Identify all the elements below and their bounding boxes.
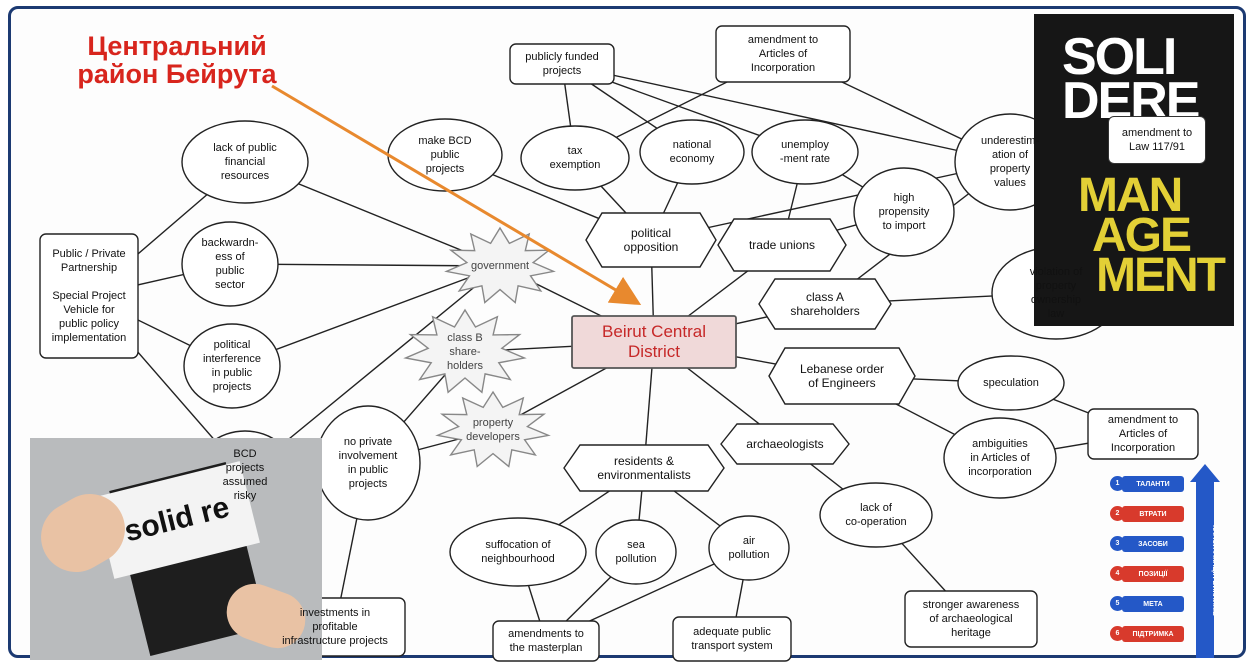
node-ambiguities	[943, 417, 1057, 499]
node-amendment-articles-top	[715, 25, 851, 83]
node-national-economy	[639, 119, 745, 185]
node-ppp	[39, 233, 139, 359]
node-amendments-masterplan	[492, 620, 600, 662]
node-archaeologists	[720, 423, 850, 465]
ladder-number: 1	[1110, 476, 1125, 491]
cover-word: MAN	[1078, 169, 1183, 222]
node-adequate-transport	[672, 616, 792, 662]
cover-word: MENT	[1096, 249, 1226, 302]
node-publicly-funded	[509, 43, 615, 85]
center-node	[571, 315, 737, 369]
law-amendment-note: amendment to Law 117/91	[1108, 116, 1206, 164]
ladder-rung: МЕТА	[1122, 596, 1184, 612]
node-sea-pollution	[595, 519, 677, 585]
node-suffocation	[449, 517, 587, 587]
node-lebanese-order	[768, 347, 916, 405]
node-trade-unions	[717, 218, 847, 272]
node-political-interference	[183, 323, 281, 409]
node-unemployment	[751, 119, 859, 185]
node-speculation	[957, 355, 1065, 411]
cover-word: SOLI	[1062, 28, 1177, 86]
ladder-number: 6	[1110, 626, 1125, 641]
node-tax-exemption	[520, 125, 630, 191]
ladder-rung: ПІДТРИМКА	[1122, 626, 1184, 642]
node-backwardness	[181, 221, 279, 307]
node-class-b	[403, 308, 527, 394]
ladder-number: 4	[1110, 566, 1125, 581]
node-lack-funds	[181, 120, 309, 204]
ladder-number: 3	[1110, 536, 1125, 551]
ladder-rung: ТАЛАНТИ	[1122, 476, 1184, 492]
node-amendment-articles-right	[1087, 408, 1199, 460]
solidere-photo: solid re	[30, 438, 322, 660]
node-political-opposition	[585, 212, 717, 268]
pointer-arrow	[271, 84, 642, 306]
node-lack-cooperation	[819, 482, 933, 548]
node-stronger-awareness	[904, 590, 1038, 648]
ladder-number: 2	[1110, 506, 1125, 521]
magazine-cover-image: SOLI DERE MAN AGE MENT	[1034, 14, 1234, 326]
node-property-developers	[435, 390, 551, 468]
node-government	[444, 226, 556, 304]
headline: Центральний район Бейрута	[77, 31, 277, 89]
ladder-rung: ПОЗИЦІЇ	[1122, 566, 1184, 582]
node-residents	[563, 444, 725, 492]
node-high-propensity	[853, 167, 955, 257]
ladder-rung: ЗАСОБИ	[1122, 536, 1184, 552]
node-no-private	[315, 405, 421, 521]
node-air-pollution	[708, 515, 790, 581]
ladder-number: 5	[1110, 596, 1125, 611]
edge-political_opposition-underestimation	[650, 161, 1011, 241]
node-make-bcd	[387, 118, 503, 192]
node-class-a	[758, 278, 892, 330]
ladder-bar	[1196, 480, 1214, 658]
edge-publicly_funded-underestimation	[561, 63, 1011, 163]
ladder-rung: ВТРАТИ	[1122, 506, 1184, 522]
ladder-title: КЛАСИФІКАЦІЯ ВИКЛИКІВ	[1211, 525, 1218, 617]
ladder-arrow	[1190, 464, 1220, 482]
cover-word: AGE	[1092, 209, 1192, 262]
beirut-central-district-label: Beirut Central District	[602, 322, 706, 361]
